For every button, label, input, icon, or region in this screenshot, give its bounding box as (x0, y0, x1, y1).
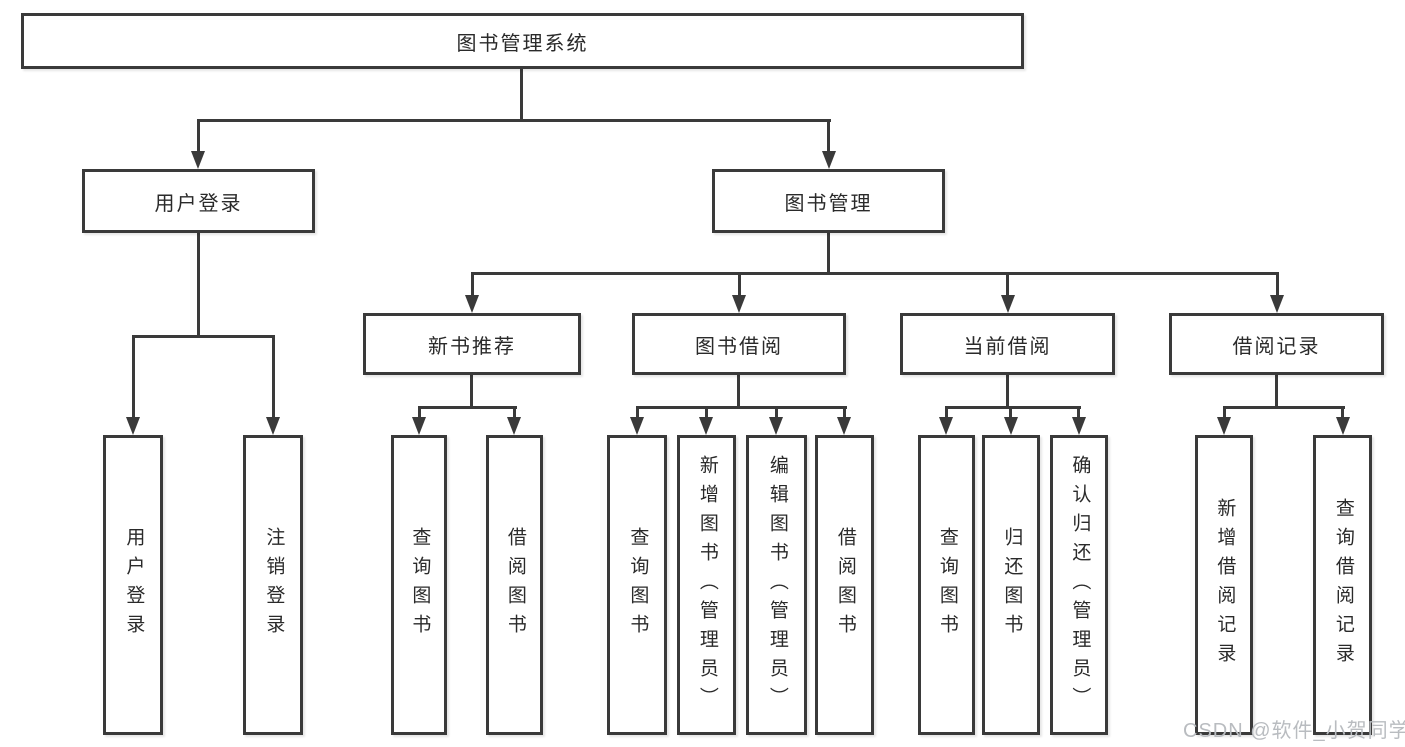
arrowhead-down-icon (1004, 417, 1018, 435)
leaf-br-query-record: 查询借阅记录 (1313, 435, 1372, 735)
leaf-logout: 注销登录 (243, 435, 303, 735)
node-borrowing-records-label: 借阅记录 (1232, 335, 1321, 358)
arrowhead-down-icon (732, 295, 746, 313)
node-user-login-label: 用户登录 (154, 192, 243, 215)
connector-segment (1341, 406, 1344, 417)
arrowhead-down-icon (939, 417, 953, 435)
connector-segment (471, 272, 1279, 275)
connector-segment (827, 119, 830, 152)
leaf-nbr-borrow-books-label: 借阅图书 (504, 527, 526, 643)
node-user-login: 用户登录 (82, 169, 315, 233)
connector-segment (1006, 272, 1009, 295)
arrowhead-down-icon (126, 417, 140, 435)
connector-segment (945, 406, 1081, 409)
leaf-cb-query-books: 查询图书 (918, 435, 975, 735)
connector-segment (1006, 375, 1009, 406)
leaf-user-login: 用户登录 (103, 435, 163, 735)
leaf-cb-return-books-label: 归还图书 (1001, 527, 1023, 643)
node-root-label: 图书管理系统 (456, 32, 589, 55)
leaf-bb-borrow-books-label: 借阅图书 (834, 527, 856, 643)
node-current-borrowing: 当前借阅 (900, 313, 1115, 375)
arrowhead-down-icon (266, 417, 280, 435)
leaf-bb-query-books: 查询图书 (607, 435, 667, 735)
connector-segment (470, 375, 473, 406)
node-book-borrowing: 图书借阅 (632, 313, 846, 375)
connector-segment (636, 406, 847, 409)
arrowhead-down-icon (1217, 417, 1231, 435)
leaf-cb-confirm-return-admin-label: 确认归还（管理员） (1069, 454, 1091, 716)
node-borrowing-records: 借阅记录 (1169, 313, 1384, 375)
leaf-bb-edit-books-admin-label: 编辑图书（管理员） (766, 454, 788, 716)
arrowhead-down-icon (630, 417, 644, 435)
arrowhead-down-icon (191, 151, 205, 169)
leaf-bb-add-books-admin: 新增图书（管理员） (677, 435, 736, 735)
arrowhead-down-icon (837, 417, 851, 435)
connector-segment (272, 335, 275, 417)
connector-segment (775, 406, 778, 417)
arrowhead-down-icon (465, 295, 479, 313)
leaf-nbr-query-books-label: 查询图书 (409, 527, 431, 643)
connector-segment (513, 406, 516, 417)
connector-segment (132, 335, 135, 417)
connector-segment (132, 335, 275, 338)
connector-segment (1223, 406, 1345, 409)
leaf-bb-query-books-label: 查询图书 (627, 527, 649, 643)
node-book-management-label: 图书管理 (784, 192, 873, 215)
connector-segment (197, 119, 831, 122)
connector-segment (1223, 406, 1226, 417)
leaf-bb-add-books-admin-label: 新增图书（管理员） (696, 454, 718, 716)
connector-segment (843, 406, 846, 417)
leaf-br-add-record: 新增借阅记录 (1195, 435, 1253, 735)
connector-segment (636, 406, 639, 417)
node-new-book-recommend: 新书推荐 (363, 313, 581, 375)
arrowhead-down-icon (1001, 295, 1015, 313)
arrowhead-down-icon (769, 417, 783, 435)
leaf-user-login-label: 用户登录 (123, 527, 145, 643)
arrowhead-down-icon (1336, 417, 1350, 435)
leaf-cb-query-books-label: 查询图书 (936, 527, 958, 643)
csdn-watermark: CSDN @软件_小贺同学 (1183, 720, 1405, 742)
connector-segment (705, 406, 708, 417)
arrowhead-down-icon (507, 417, 521, 435)
connector-segment (1009, 406, 1012, 417)
connector-segment (197, 233, 200, 335)
node-current-borrowing-label: 当前借阅 (963, 335, 1052, 358)
arrowhead-down-icon (699, 417, 713, 435)
node-new-book-recommend-label: 新书推荐 (428, 335, 516, 358)
node-root: 图书管理系统 (21, 13, 1024, 69)
connector-segment (197, 119, 200, 152)
connector-segment (1276, 272, 1279, 295)
connector-segment (1275, 375, 1278, 406)
arrowhead-down-icon (1072, 417, 1086, 435)
leaf-br-add-record-label: 新增借阅记录 (1214, 498, 1236, 672)
connector-segment (827, 233, 830, 272)
connector-segment (1077, 406, 1080, 417)
leaf-cb-confirm-return-admin: 确认归还（管理员） (1050, 435, 1108, 735)
leaf-nbr-query-books: 查询图书 (391, 435, 447, 735)
connector-segment (520, 69, 523, 119)
connector-segment (418, 406, 517, 409)
leaf-cb-return-books: 归还图书 (982, 435, 1040, 735)
arrowhead-down-icon (1270, 295, 1284, 313)
connector-segment (945, 406, 948, 417)
leaf-nbr-borrow-books: 借阅图书 (486, 435, 543, 735)
arrowhead-down-icon (412, 417, 426, 435)
connector-segment (418, 406, 421, 417)
leaf-br-query-record-label: 查询借阅记录 (1332, 498, 1354, 672)
connector-segment (737, 375, 740, 406)
node-book-management: 图书管理 (712, 169, 945, 233)
leaf-bb-edit-books-admin: 编辑图书（管理员） (746, 435, 807, 735)
connector-segment (471, 272, 474, 295)
leaf-logout-label: 注销登录 (263, 527, 285, 643)
leaf-bb-borrow-books: 借阅图书 (815, 435, 874, 735)
arrowhead-down-icon (822, 151, 836, 169)
node-book-borrowing-label: 图书借阅 (695, 335, 783, 358)
connector-segment (738, 272, 741, 295)
